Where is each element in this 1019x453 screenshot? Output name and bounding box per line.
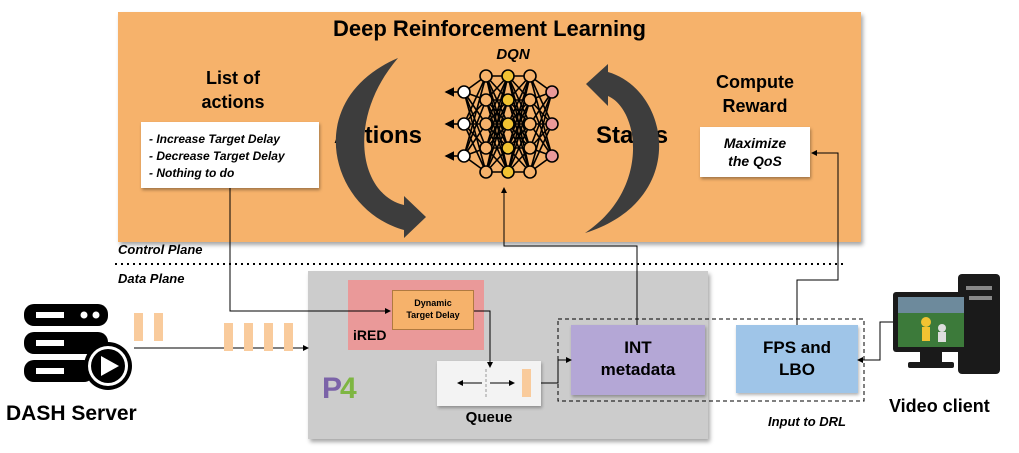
- nn-edge: [529, 75, 553, 157]
- nn-edge: [485, 99, 509, 173]
- reward-line2: the QoS: [728, 153, 782, 169]
- compute-title-line2: Reward: [722, 96, 788, 116]
- int-line1: INT: [624, 338, 652, 357]
- dash-server-icon: [24, 304, 132, 390]
- nn-node: [523, 117, 537, 131]
- nn-node: [501, 165, 515, 179]
- packet: [244, 323, 253, 351]
- nn-node: [545, 149, 559, 163]
- actions-curved-arrow: [335, 58, 426, 238]
- nn-node: [523, 165, 537, 179]
- nn-node: [479, 117, 493, 131]
- control-plane-label: Control Plane: [118, 242, 203, 257]
- packet: [264, 323, 273, 351]
- action-to-dtd-line: [229, 188, 391, 314]
- nn-node: [479, 141, 493, 155]
- actions-list-box: - Increase Target Delay - Decrease Targe…: [141, 122, 319, 188]
- nn-edge: [529, 99, 553, 157]
- dynamic-target-delay-box: Dynamic Target Delay: [392, 290, 474, 330]
- data-plane-label: Data Plane: [118, 271, 185, 286]
- nn-edge: [485, 123, 509, 173]
- dtd-line2: Target Delay: [406, 310, 460, 320]
- connector-lines: [134, 150, 893, 402]
- states-curved-arrow: [585, 64, 660, 233]
- nn-edge: [507, 75, 531, 173]
- packet: [284, 323, 293, 351]
- input-to-drl-label: Input to DRL: [768, 414, 846, 429]
- nn-node: [523, 141, 537, 155]
- fps-to-reward-line: [796, 150, 839, 325]
- video-client-label: Video client: [889, 396, 990, 416]
- nn-edge: [529, 75, 553, 125]
- nn-edge: [507, 75, 531, 149]
- queue-packet: [522, 369, 531, 397]
- int-line2: metadata: [600, 360, 676, 379]
- packet: [154, 313, 163, 341]
- nn-edge: [485, 75, 509, 149]
- queue-label: Queue: [465, 409, 513, 426]
- packet: [224, 323, 233, 351]
- nn-edge: [463, 75, 487, 125]
- dqn-label: DQN: [496, 46, 530, 63]
- p4-logo: P4: [322, 372, 357, 405]
- nn-node: [523, 93, 537, 107]
- nn-node: [457, 117, 471, 131]
- nn-edge: [463, 91, 487, 149]
- ired-label: iRED: [353, 327, 387, 343]
- list-title-line2: actions: [201, 92, 265, 112]
- fps-lbo-box: FPS and LBO: [736, 325, 858, 393]
- nn-edge: [463, 123, 487, 173]
- nn-edge: [507, 123, 531, 173]
- nn-edge: [529, 123, 553, 173]
- nn-edge: [529, 91, 553, 173]
- nn-node: [457, 85, 471, 99]
- reward-line1: Maximize: [723, 135, 787, 151]
- fps-line2: LBO: [779, 360, 815, 379]
- compute-title-line1: Compute: [716, 72, 794, 92]
- nn-node: [457, 149, 471, 163]
- list-title-line1: List of: [206, 68, 260, 88]
- nn-node: [523, 69, 537, 83]
- action-item: - Increase Target Delay: [149, 132, 280, 146]
- input-to-drl-region: [557, 318, 865, 402]
- queue-internals: [457, 369, 531, 397]
- nn-edge: [463, 99, 487, 157]
- nn-node: [501, 69, 515, 83]
- packets: [134, 313, 293, 351]
- int-to-dqn-line: [501, 187, 638, 325]
- nn-edge: [463, 91, 487, 173]
- dtd-line1: Dynamic: [414, 298, 452, 308]
- int-metadata-box: INT metadata: [571, 325, 705, 395]
- nn-edge: [507, 99, 531, 173]
- compute-reward-title: Compute Reward: [690, 70, 820, 118]
- nn-edge: [485, 75, 509, 125]
- action-item: - Nothing to do: [149, 166, 235, 180]
- nn-node: [479, 69, 493, 83]
- list-of-actions-title: List of actions: [168, 66, 298, 114]
- nn-edge: [507, 75, 531, 125]
- nn-node: [501, 93, 515, 107]
- client-to-fps-line: [857, 321, 893, 363]
- nn-edge: [529, 91, 553, 149]
- dtd-to-queue-line: [474, 310, 493, 368]
- nn-edge: [485, 75, 509, 173]
- nn-node: [479, 165, 493, 179]
- neural-network-icon: [444, 69, 559, 179]
- nn-node: [479, 93, 493, 107]
- packet: [134, 313, 143, 341]
- nn-node: [545, 117, 559, 131]
- queue-to-int-line: [541, 357, 572, 384]
- nn-node: [545, 85, 559, 99]
- fps-line1: FPS and: [762, 338, 831, 357]
- dash-server-label: DASH Server: [6, 402, 137, 425]
- action-item: - Decrease Target Delay: [149, 149, 285, 163]
- nn-edge: [463, 75, 487, 157]
- nn-node: [501, 141, 515, 155]
- nn-node: [501, 117, 515, 131]
- drl-title: Deep Reinforcement Learning: [333, 16, 646, 41]
- reward-box: Maximize the QoS: [700, 127, 810, 177]
- video-client-computer-icon: [893, 274, 1000, 374]
